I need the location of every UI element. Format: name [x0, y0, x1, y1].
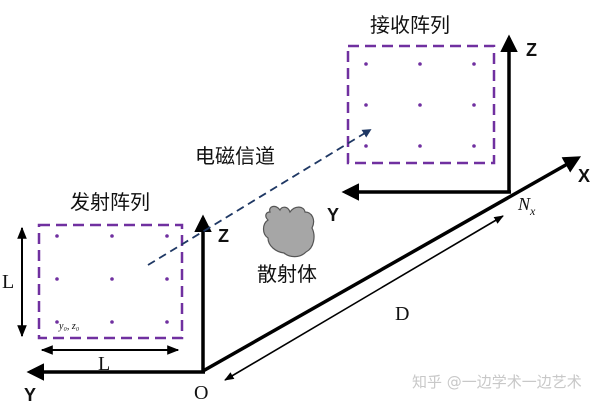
receive-array-frame — [346, 44, 496, 165]
em-channel-label: 电磁信道 — [195, 144, 275, 168]
nx-label: Nx — [517, 194, 536, 218]
receive-array-elements — [364, 62, 476, 148]
transmit-array-element-0-2 — [165, 234, 169, 238]
rx-z-axis-label: Z — [526, 40, 537, 60]
receive-array — [346, 44, 496, 165]
transmit-array-element-2-1 — [110, 320, 114, 324]
scatterer-shape — [262, 205, 315, 258]
tx-y-axis-label: Y — [24, 385, 36, 405]
transmit-array-elements — [55, 234, 169, 324]
transmit-array-element-1-2 — [165, 277, 169, 281]
distance-label: D — [395, 303, 409, 325]
transmit-array-element-1-1 — [110, 277, 114, 281]
transmit-array-label: 发射阵列 — [70, 190, 150, 214]
receive-array-element-0-2 — [472, 62, 476, 66]
transmit-array-element-0-0 — [55, 234, 59, 238]
transmit-array-element-0-1 — [110, 234, 114, 238]
transmit-array-element-2-0 — [55, 320, 59, 324]
receive-array-element-2-1 — [418, 144, 422, 148]
horizontal-size-label: L — [98, 353, 110, 375]
receive-array-element-2-2 — [472, 144, 476, 148]
watermark: 知乎 @一边学术一边艺术 — [412, 373, 582, 391]
y0-z0-label: y₀, z₀ — [58, 321, 80, 332]
origin-label: O — [194, 382, 208, 404]
receive-array-label: 接收阵列 — [370, 13, 450, 37]
receive-array-element-0-1 — [418, 62, 422, 66]
em-channel-arrow — [147, 129, 372, 266]
receive-array-element-0-0 — [364, 62, 368, 66]
receive-array-element-2-0 — [364, 144, 368, 148]
receive-array-element-1-1 — [418, 103, 422, 107]
distance-arrow — [224, 215, 504, 381]
transmit-array-element-1-0 — [55, 277, 59, 281]
receive-array-element-1-2 — [472, 103, 476, 107]
transmit-array-frame — [37, 223, 184, 340]
rx-y-axis-label: Y — [327, 205, 339, 225]
receive-array-element-1-0 — [364, 103, 368, 107]
transmit-array-element-2-2 — [165, 320, 169, 324]
transmit-array: y₀, z₀ — [37, 223, 184, 340]
tx-z-axis-label: Z — [218, 226, 229, 246]
vertical-size-label: L — [2, 271, 14, 293]
nx-subscript: x — [529, 204, 536, 218]
x-axis-label: X — [578, 166, 590, 186]
scatterer-label: 散射体 — [257, 262, 317, 286]
